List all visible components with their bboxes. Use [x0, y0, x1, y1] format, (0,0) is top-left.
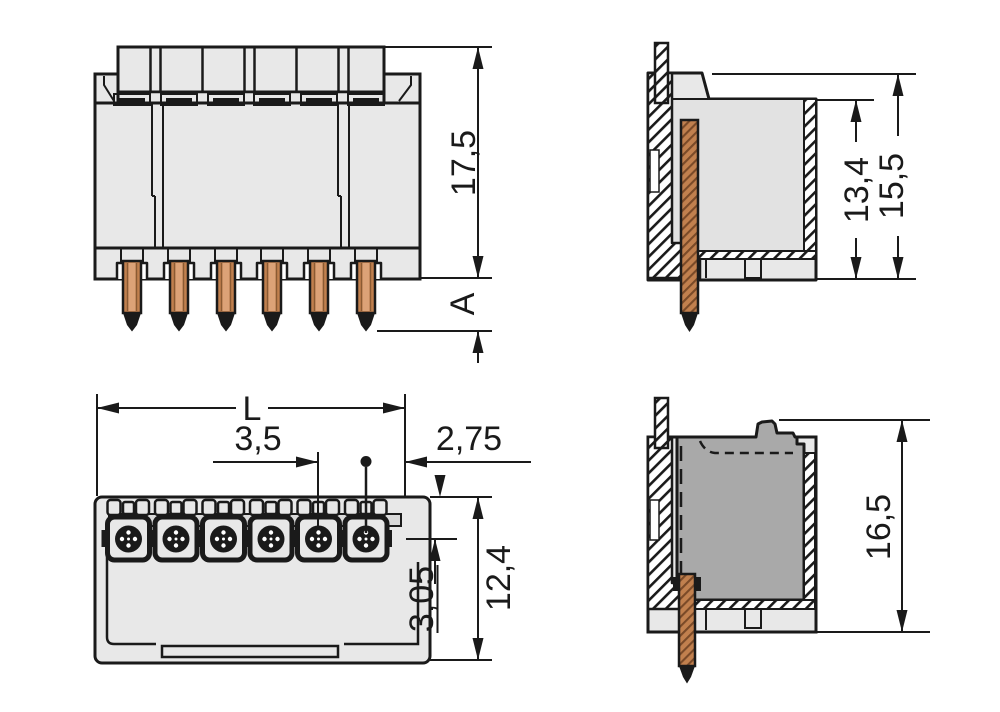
contact-pin-section	[679, 118, 700, 315]
dimension-pin-spacing: 3,5	[213, 420, 319, 528]
seat-tab	[744, 608, 762, 629]
arrowhead	[472, 47, 484, 69]
contact-module	[244, 500, 297, 560]
dimension-body-width: 12,4	[430, 496, 518, 661]
dimension-label: 16,5	[860, 494, 898, 560]
wall-slot	[649, 149, 660, 193]
dimension-contact-row-offset: 3,05	[403, 475, 457, 633]
dimension-label: 3,05	[403, 566, 441, 632]
wall-slot	[649, 499, 660, 541]
dimension-label: 13,4	[838, 157, 876, 223]
left-ear-chamfer	[103, 76, 115, 102]
dimension-front-height: 17,5	[384, 46, 492, 279]
arrowhead	[434, 475, 446, 497]
inner-wall-line	[344, 562, 420, 646]
dimension-side-total-height: 15,5	[712, 73, 916, 280]
side-floor-hatched	[685, 250, 817, 260]
inner-wall-line	[105, 529, 156, 646]
contact-module	[197, 500, 250, 560]
side-section-view	[646, 41, 818, 332]
seat-tab	[744, 258, 762, 279]
latch-bar	[160, 644, 340, 659]
arrowhead	[896, 610, 908, 632]
dimension-total-length: L	[96, 390, 406, 496]
housing-top-block	[116, 45, 386, 94]
dimension-side-inner-height: 13,4	[816, 99, 876, 279]
dimension-label: A	[444, 292, 482, 315]
mated-right-wall-hatched	[803, 452, 816, 606]
dimension-pin-length: A	[377, 292, 492, 363]
arrowhead	[97, 402, 119, 414]
dimension-label: L	[243, 390, 262, 428]
arrowhead	[850, 100, 862, 122]
front-view	[93, 45, 422, 333]
leader-dot	[360, 456, 372, 467]
arrowhead	[892, 257, 904, 279]
arrowhead	[892, 74, 904, 96]
arrowhead	[472, 331, 484, 353]
pin-tip	[681, 313, 698, 332]
hidden-edge-dashed	[698, 440, 793, 455]
dimension-label: 3,5	[234, 420, 281, 458]
pin-clamp	[694, 577, 701, 591]
dimension-label: 12,4	[480, 545, 518, 611]
housing-body	[93, 101, 422, 262]
dimension-edge-offset: 2,75	[405, 420, 531, 468]
clamp-spring-tab	[653, 41, 670, 105]
arrowhead	[296, 456, 318, 468]
arrowhead	[472, 256, 484, 278]
contact-module	[149, 500, 202, 560]
arrowhead	[850, 257, 862, 279]
side-right-wall-hatched	[803, 98, 817, 252]
arrowhead	[472, 638, 484, 660]
dimension-label: 17,5	[445, 130, 483, 196]
pin-tip	[679, 666, 695, 684]
dimension-label: 2,75	[436, 420, 502, 458]
mating-plug	[675, 419, 806, 602]
top-block-dividers	[149, 47, 350, 92]
pin-clamp	[673, 577, 680, 591]
dimension-mated-height: 16,5	[779, 419, 930, 633]
arrowhead	[383, 402, 405, 414]
mated-floor-hatched	[687, 599, 816, 610]
mated-side-view	[646, 396, 818, 684]
dimension-label: 15,5	[873, 153, 911, 219]
arrowhead	[405, 456, 427, 468]
housing-right-ear	[382, 72, 422, 107]
arrowhead	[896, 420, 908, 442]
arrowhead	[472, 497, 484, 519]
contact-module	[102, 500, 155, 560]
clamp-spring-tab	[653, 396, 670, 450]
top-view	[93, 456, 432, 665]
contact-pin-section	[677, 572, 697, 668]
right-ear-chamfer	[398, 76, 412, 102]
